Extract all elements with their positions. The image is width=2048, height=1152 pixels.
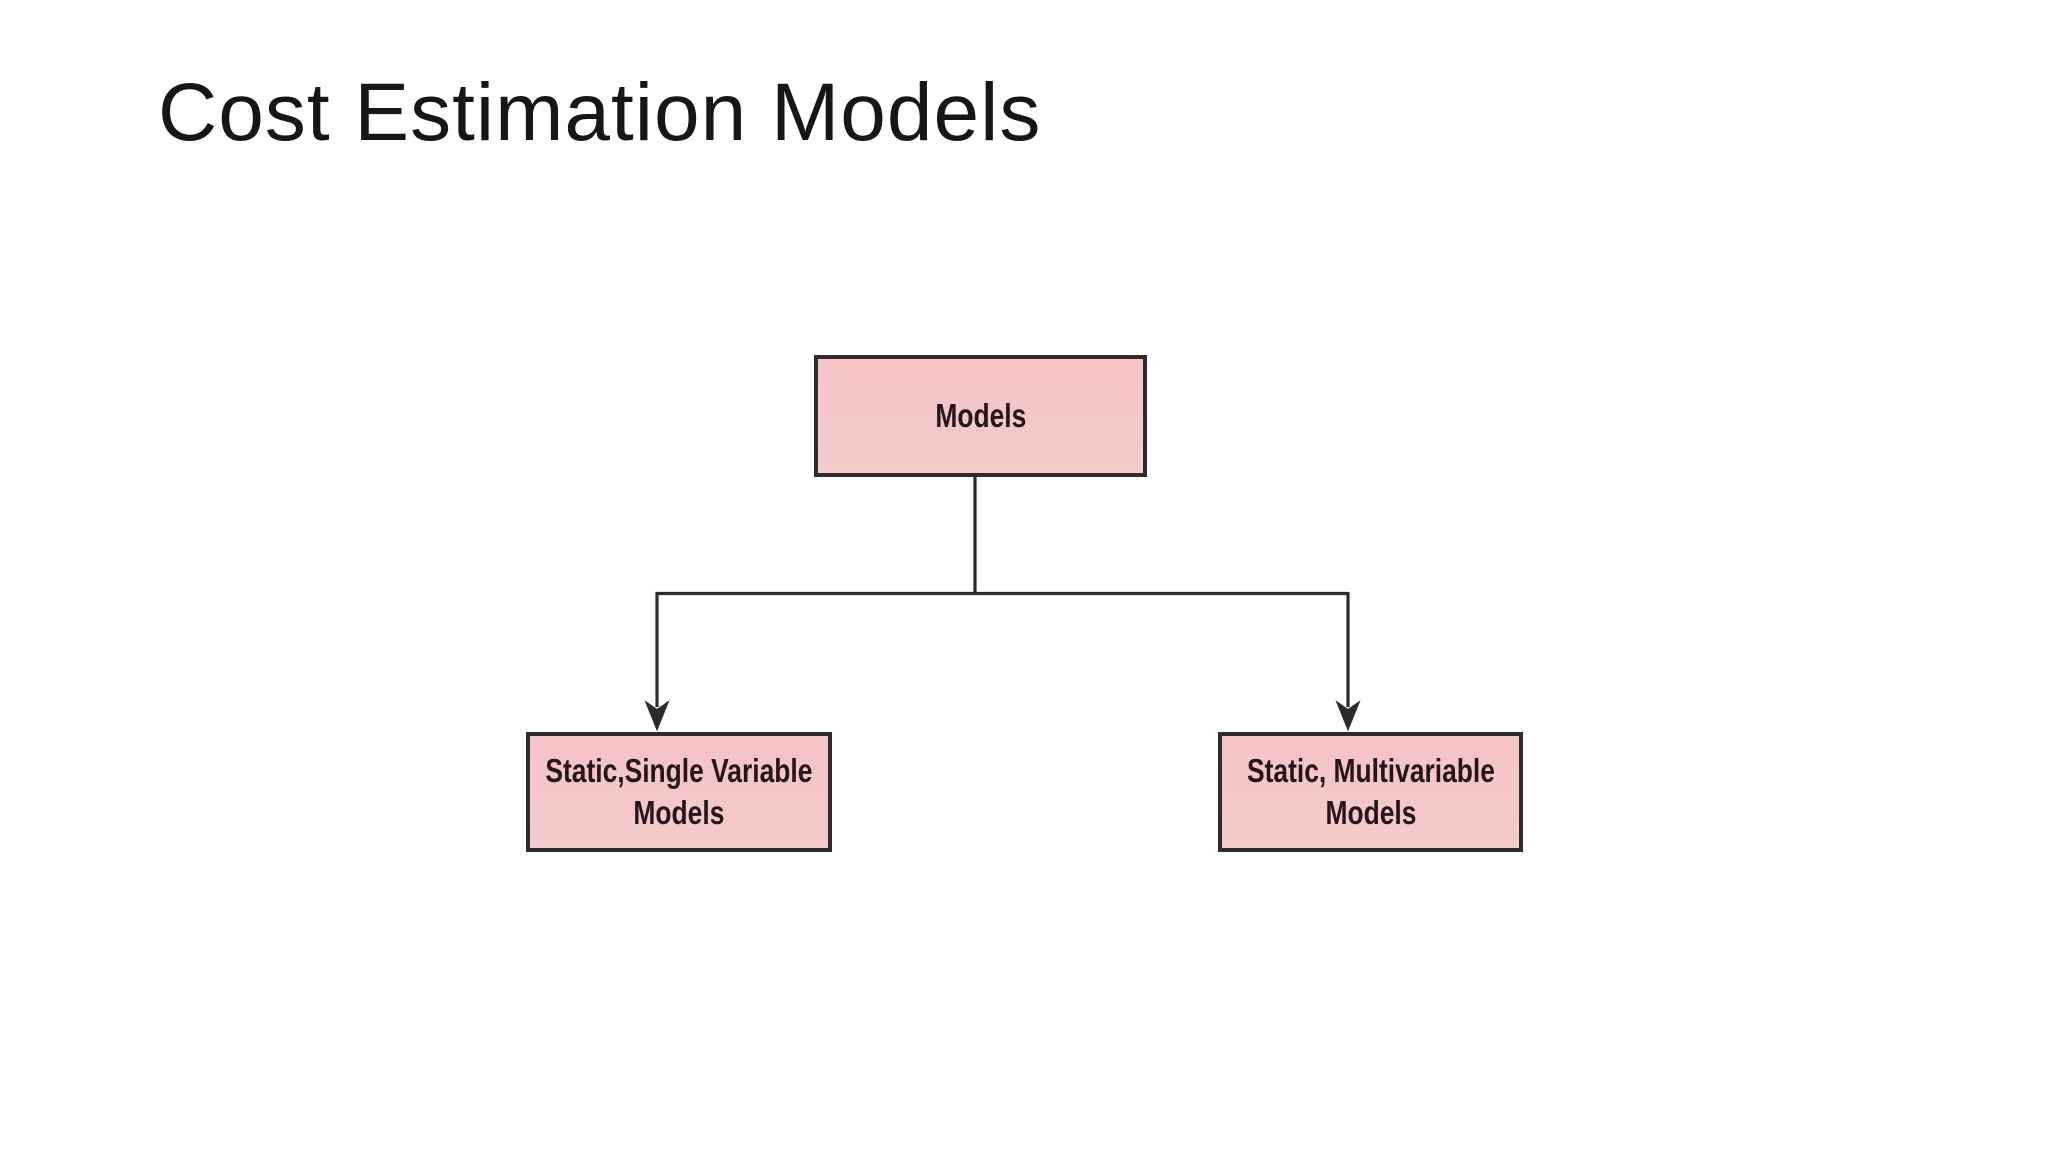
arrow-down-icon xyxy=(1335,700,1361,732)
arrow-down-icon xyxy=(644,700,670,732)
node-label-line: Static, Multivariable xyxy=(1246,752,1495,789)
node-static-single-variable: Static,Single Variable Models xyxy=(526,732,832,852)
node-static-multivariable: Static, Multivariable Models xyxy=(1218,732,1523,852)
slide-title: Cost Estimation Models xyxy=(158,67,1042,158)
node-static-single-variable-label: Static,Single Variable Models xyxy=(545,750,812,834)
node-label-line: Static,Single Variable xyxy=(545,752,813,789)
node-models-label: Models xyxy=(935,397,1026,434)
node-models: Models xyxy=(814,355,1147,477)
node-label-line: Models xyxy=(1325,794,1416,831)
node-static-multivariable-label: Static, Multivariable Models xyxy=(1247,750,1495,834)
node-label-line: Models xyxy=(633,794,725,831)
